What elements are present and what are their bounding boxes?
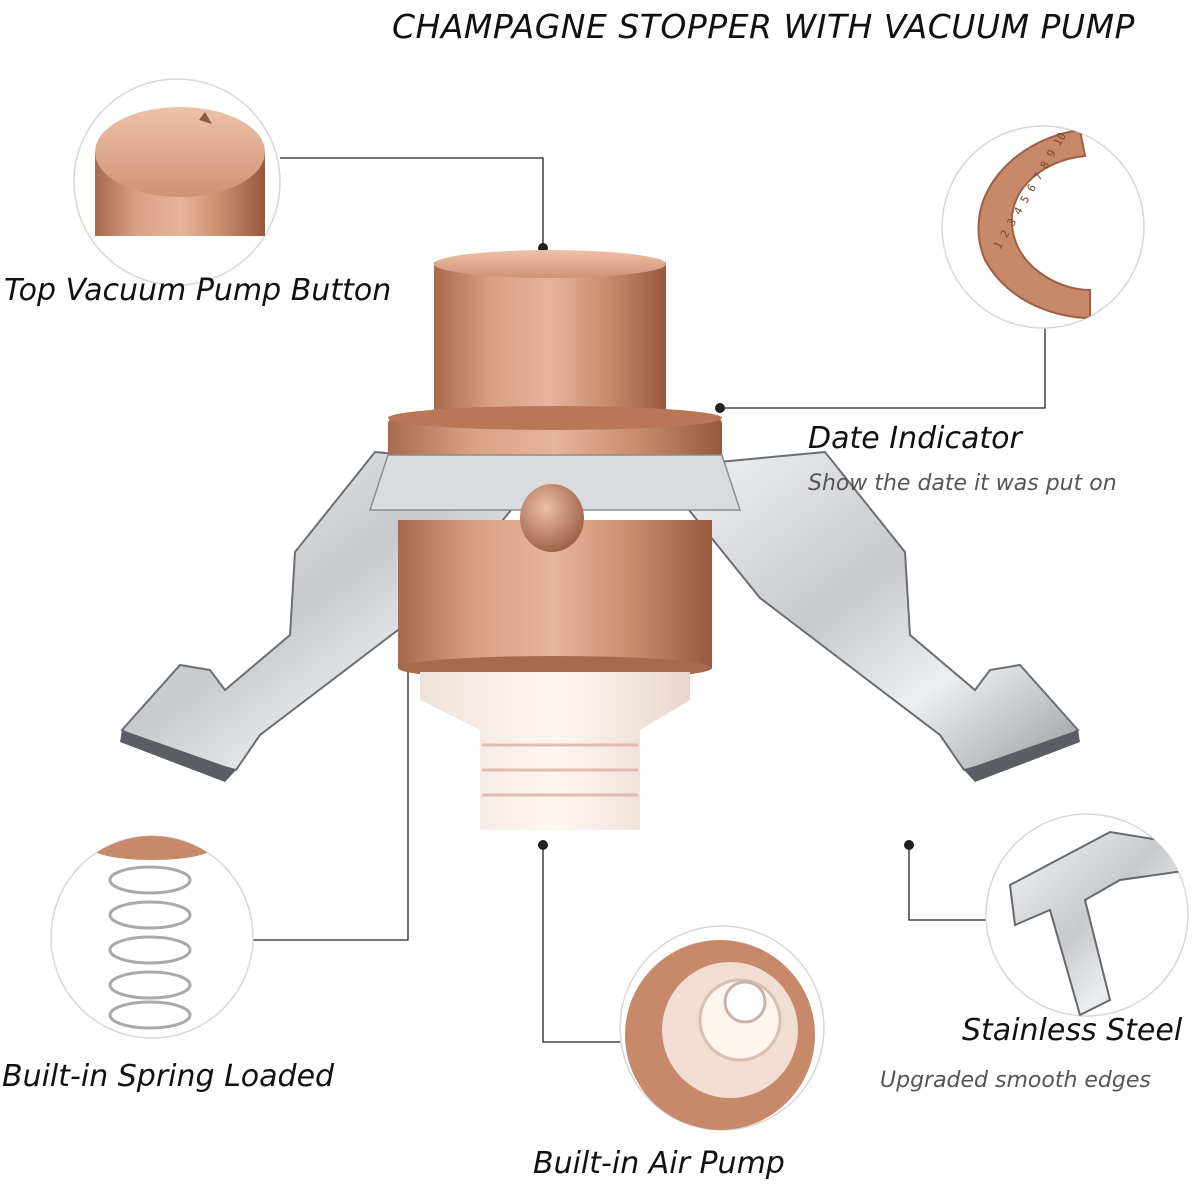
date-indicator-detail-image: 1 2 3 4 5 6 7 8 9 10 11 12 1 2 3 4 5 6 7 bbox=[941, 125, 1145, 329]
top-button-label: Top Vacuum Pump Button bbox=[4, 273, 392, 308]
button-detail-image bbox=[73, 78, 281, 286]
spring-label: Built-in Spring Loaded bbox=[2, 1059, 335, 1094]
champagne-stopper bbox=[120, 250, 1080, 830]
callout-lines bbox=[250, 157, 1046, 1043]
steel-label: Stainless Steel bbox=[962, 1013, 1183, 1048]
air-pump-label: Built-in Air Pump bbox=[533, 1146, 785, 1181]
date-indicator-label: Date Indicator bbox=[808, 421, 1022, 456]
page-title: CHAMPAGNE STOPPER WITH VACUUM PUMP bbox=[392, 7, 1135, 46]
air-pump-detail-image bbox=[619, 925, 825, 1131]
spring-detail-image bbox=[50, 835, 254, 1039]
steel-detail-image bbox=[985, 813, 1189, 1017]
date-indicator-sublabel: Show the date it was put on bbox=[808, 471, 1117, 496]
steel-sublabel: Upgraded smooth edges bbox=[880, 1068, 1151, 1093]
